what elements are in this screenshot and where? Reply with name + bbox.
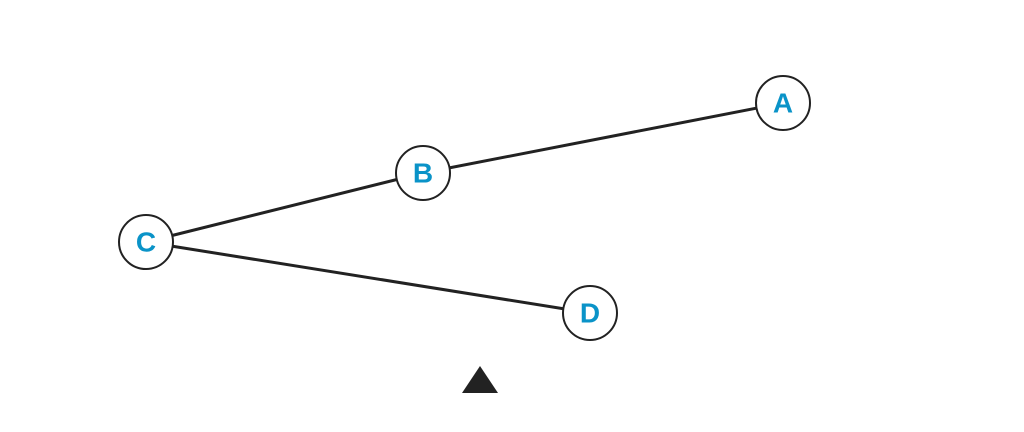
node-c-circle: [118, 214, 174, 270]
edge-b-c: [144, 171, 425, 244]
node-b[interactable]: B: [395, 145, 451, 201]
node-a-circle: [755, 75, 811, 131]
node-c-label: C: [136, 227, 156, 258]
edge-c-d: [144, 240, 592, 315]
node-c[interactable]: C: [118, 214, 174, 270]
edges-layer: [144, 101, 785, 315]
node-a[interactable]: A: [755, 75, 811, 131]
triangle-up-icon: [462, 366, 498, 393]
node-b-circle: [395, 145, 451, 201]
node-d-circle: [562, 285, 618, 341]
edge-a-b: [421, 101, 785, 175]
node-a-label: A: [773, 88, 793, 119]
node-d-label: D: [580, 298, 600, 329]
node-d[interactable]: D: [562, 285, 618, 341]
node-b-label: B: [413, 158, 433, 189]
